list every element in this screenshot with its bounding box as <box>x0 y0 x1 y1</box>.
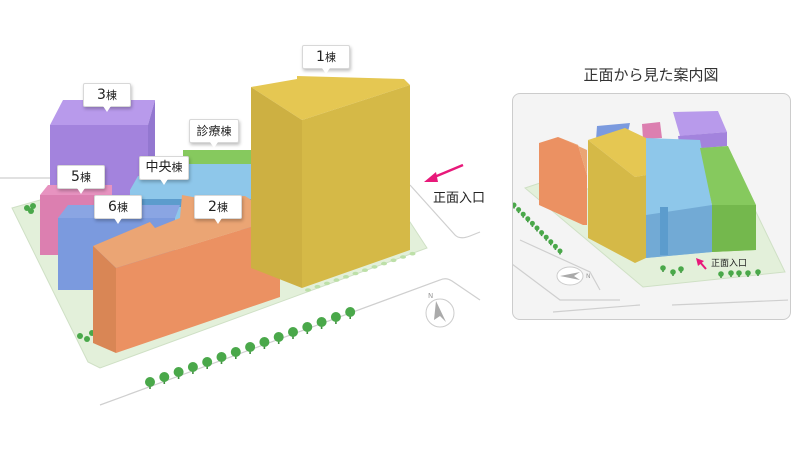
tree-icon <box>718 271 724 278</box>
label-building-chuo[interactable]: 中央棟 <box>139 156 189 185</box>
hedge-dots <box>305 251 416 292</box>
label-number: 1 <box>316 49 325 65</box>
front-building-1 <box>588 128 646 263</box>
tree-icon <box>557 248 563 255</box>
tree-icon <box>534 225 540 232</box>
label-number: 中央 <box>145 160 172 175</box>
tree-icon <box>202 357 213 369</box>
label-suffix: 棟 <box>79 171 91 184</box>
bushes <box>24 203 95 342</box>
entrance-label: 正面入口 <box>433 191 486 206</box>
tree-icon <box>520 211 526 218</box>
svg-text:N: N <box>586 273 591 280</box>
tree-row <box>145 307 356 389</box>
tree-icon <box>145 377 155 389</box>
front-building-5 <box>642 122 662 139</box>
tree-icon <box>288 327 298 339</box>
front-building-2 <box>539 137 587 225</box>
tree-icon <box>330 312 341 324</box>
front-building-shinryo <box>700 146 756 252</box>
building-shinryo[interactable] <box>183 150 252 166</box>
front-building-chuo <box>646 138 712 258</box>
tree-icon <box>728 270 734 277</box>
front-tree-row <box>513 202 761 278</box>
label-building-3[interactable]: 3棟 <box>83 83 131 112</box>
label-building-2[interactable]: 2棟 <box>194 195 242 224</box>
tree-icon <box>516 207 522 214</box>
tree-icon <box>345 307 356 319</box>
road-lines <box>0 177 481 406</box>
tree-icon <box>745 270 751 277</box>
front-view-title: 正面から見た案内図 <box>583 66 719 84</box>
label-building-6[interactable]: 6棟 <box>94 195 142 224</box>
compass-icon: N <box>425 292 455 328</box>
tree-icon <box>525 216 531 223</box>
front-road-lines <box>513 239 788 313</box>
tree-icon <box>670 269 676 276</box>
tree-icon <box>539 230 545 237</box>
tree-icon <box>529 220 535 227</box>
building-2[interactable] <box>93 195 280 353</box>
label-suffix: 棟 <box>216 201 228 214</box>
label-number: 3 <box>97 87 106 103</box>
tree-icon <box>259 337 270 349</box>
tree-icon <box>302 322 313 334</box>
label-number: 5 <box>71 169 80 185</box>
tree-icon <box>187 362 198 374</box>
entrance-arrow-icon <box>424 163 464 182</box>
tree-icon <box>173 367 184 379</box>
label-number: 6 <box>108 199 117 215</box>
tree-icon <box>159 372 170 384</box>
tree-icon <box>736 270 742 277</box>
tree-icon <box>230 347 241 359</box>
front-entrance-label: 正面入口 <box>711 258 747 269</box>
front-compass-icon: N <box>556 266 591 286</box>
tree-icon <box>245 342 256 354</box>
tree-icon <box>543 234 549 241</box>
tree-icon <box>216 352 227 364</box>
label-suffix: 棟 <box>324 51 336 64</box>
tree-icon <box>660 265 666 272</box>
tree-icon <box>273 332 284 344</box>
tree-icon <box>552 243 558 250</box>
front-entrance-arrow-icon <box>696 258 707 270</box>
tree-icon <box>678 266 684 273</box>
label-suffix: 棟 <box>116 201 128 214</box>
label-building-5[interactable]: 5棟 <box>57 165 105 194</box>
tree-icon <box>755 269 761 276</box>
svg-text:N: N <box>428 292 433 300</box>
label-building-1[interactable]: 1棟 <box>302 45 350 74</box>
tree-icon <box>513 202 517 209</box>
label-number: 2 <box>208 199 217 215</box>
label-building-shinryo[interactable]: 診療棟 <box>189 119 239 148</box>
building-1[interactable] <box>251 76 410 288</box>
label-suffix: 棟 <box>220 125 232 138</box>
tree-icon <box>548 239 554 246</box>
label-suffix: 棟 <box>171 161 183 174</box>
label-number: 診療 <box>196 124 221 138</box>
tree-icon <box>316 317 327 329</box>
label-suffix: 棟 <box>105 89 117 102</box>
